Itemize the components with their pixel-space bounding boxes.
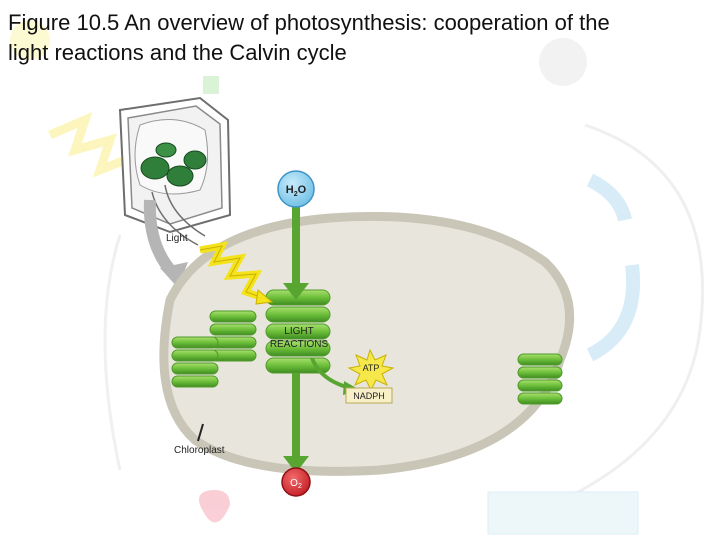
water-arrow-head	[283, 283, 309, 300]
oxygen-label: O2	[290, 478, 302, 490]
faded-background	[10, 20, 705, 535]
plant-cell-illustration	[118, 96, 232, 246]
chloroplast-small-1	[140, 156, 170, 180]
faded-circle-gray	[539, 38, 587, 86]
chloroplast-pointer-line	[197, 423, 204, 442]
faded-lightning	[48, 111, 127, 178]
nadph-box	[345, 387, 393, 404]
figure-title: Figure 10.5 An overview of photosynthesi…	[8, 8, 708, 68]
faded-circle-yellow	[10, 20, 50, 60]
chloroplast-label: Chloroplast	[174, 445, 225, 456]
chloroplast-small-2	[166, 165, 194, 187]
figure-title-line-2: light reactions and the Calvin cycle	[8, 40, 347, 65]
faded-outer-curve-left	[103, 234, 122, 471]
faded-square-green	[203, 76, 219, 94]
light-bolt-tip	[255, 289, 274, 305]
zoom-arrow-head	[160, 262, 188, 288]
chloroplast-small-3	[183, 150, 207, 170]
granum-left-upper	[209, 310, 257, 362]
water-arrow-shaft	[292, 203, 300, 285]
faded-pink-shape	[199, 490, 230, 523]
oxygen-arrow-head	[283, 456, 309, 473]
oxygen-molecule-circle	[281, 467, 311, 497]
light-reactions-label-line-1: LIGHT	[284, 326, 313, 337]
water-label: H2O	[286, 184, 307, 198]
granum-left-lower	[171, 336, 219, 388]
light-reactions-label-line-2: REACTIONS	[270, 339, 329, 350]
chloroplast-small-4	[155, 142, 177, 158]
oxygen-arrow-shaft	[292, 373, 300, 458]
water-molecule-circle	[277, 170, 315, 208]
faded-arrow-blue-2	[586, 264, 640, 362]
faded-outer-curve-right	[539, 123, 705, 512]
light-label: Light	[166, 233, 188, 244]
granum-right	[517, 353, 563, 405]
faded-arrow-blue-1	[586, 173, 632, 222]
light-bolt-outline	[199, 245, 265, 299]
figure-title-line-1: Figure 10.5 An overview of photosynthesi…	[8, 10, 610, 35]
nadph-label: NADPH	[353, 391, 385, 401]
atp-label: ATP	[363, 363, 380, 373]
faded-box-bottom-right	[487, 491, 639, 535]
